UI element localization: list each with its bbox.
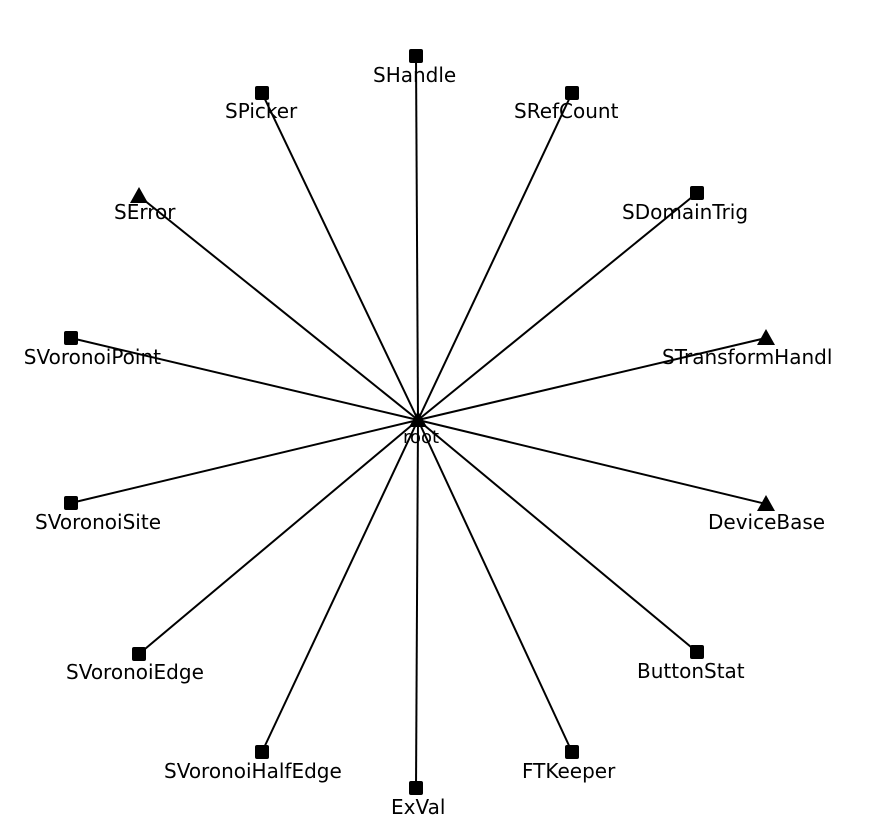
square-marker-icon: [409, 781, 423, 795]
square-marker-icon: [690, 645, 704, 659]
square-marker-icon: [255, 86, 269, 100]
node-shandle[interactable]: SHandle: [373, 49, 456, 87]
node-exval[interactable]: ExVal: [391, 781, 445, 819]
square-marker-icon: [64, 331, 78, 345]
edge-srefcount: [417, 92, 573, 421]
square-marker-icon: [64, 496, 78, 510]
root-triangle-icon: [409, 411, 427, 427]
edge-svoronoisite: [70, 419, 419, 504]
node-ftkeeper[interactable]: FTKeeper: [522, 745, 616, 783]
square-marker-icon: [565, 745, 579, 759]
node-label: SDomainTrig: [622, 200, 748, 224]
node-label: SPicker: [225, 99, 298, 123]
edge-svoronoipoint: [70, 337, 419, 421]
node-svoronoiedge[interactable]: SVoronoiEdge: [66, 647, 204, 684]
edge-buttonstat: [417, 419, 698, 653]
root-node-label: root: [403, 427, 439, 448]
square-marker-icon: [255, 745, 269, 759]
edge-svoronoiedge: [138, 419, 419, 655]
node-svoronoihalfedge[interactable]: SVoronoiHalfEdge: [164, 745, 342, 783]
edge-stransformhandl: [417, 337, 767, 421]
node-srefcount[interactable]: SRefCount: [514, 86, 619, 123]
node-svoronoisite[interactable]: SVoronoiSite: [35, 496, 161, 534]
node-sdomaintrig[interactable]: SDomainTrig: [622, 186, 748, 224]
square-marker-icon: [690, 186, 704, 200]
square-marker-icon: [409, 49, 423, 63]
nodes-layer: SHandleSRefCountSDomainTrigSTransformHan…: [24, 49, 832, 819]
node-svoronoipoint[interactable]: SVoronoiPoint: [24, 331, 161, 369]
triangle-marker-icon: [757, 495, 775, 511]
node-label: SVoronoiHalfEdge: [164, 759, 342, 783]
square-marker-icon: [565, 86, 579, 100]
edge-sdomaintrig: [417, 192, 698, 421]
node-label: ExVal: [391, 795, 445, 819]
node-label: SHandle: [373, 63, 456, 87]
triangle-marker-icon: [757, 329, 775, 345]
node-serror[interactable]: SError: [114, 187, 176, 224]
node-devicebase[interactable]: DeviceBase: [708, 495, 825, 534]
edge-svoronoihalfedge: [261, 419, 419, 753]
node-label: ButtonStat: [637, 659, 745, 683]
edge-serror: [138, 195, 419, 421]
edge-ftkeeper: [417, 419, 573, 753]
edges-layer: [70, 55, 767, 789]
node-label: SRefCount: [514, 99, 619, 123]
node-label: SVoronoiPoint: [24, 345, 161, 369]
node-label: FTKeeper: [522, 759, 616, 783]
node-label: DeviceBase: [708, 510, 825, 534]
node-label: SVoronoiSite: [35, 510, 161, 534]
square-marker-icon: [132, 647, 146, 661]
node-label: STransformHandl: [662, 345, 832, 369]
node-spicker[interactable]: SPicker: [225, 86, 298, 123]
node-label: SError: [114, 200, 176, 224]
node-label: SVoronoiEdge: [66, 660, 204, 684]
triangle-marker-icon: [130, 187, 148, 203]
edge-devicebase: [417, 419, 767, 505]
edge-exval: [415, 419, 419, 789]
node-stransformhandl[interactable]: STransformHandl: [662, 329, 832, 369]
node-buttonstat[interactable]: ButtonStat: [637, 645, 745, 683]
edge-shandle: [415, 55, 419, 421]
edge-spicker: [261, 92, 419, 421]
